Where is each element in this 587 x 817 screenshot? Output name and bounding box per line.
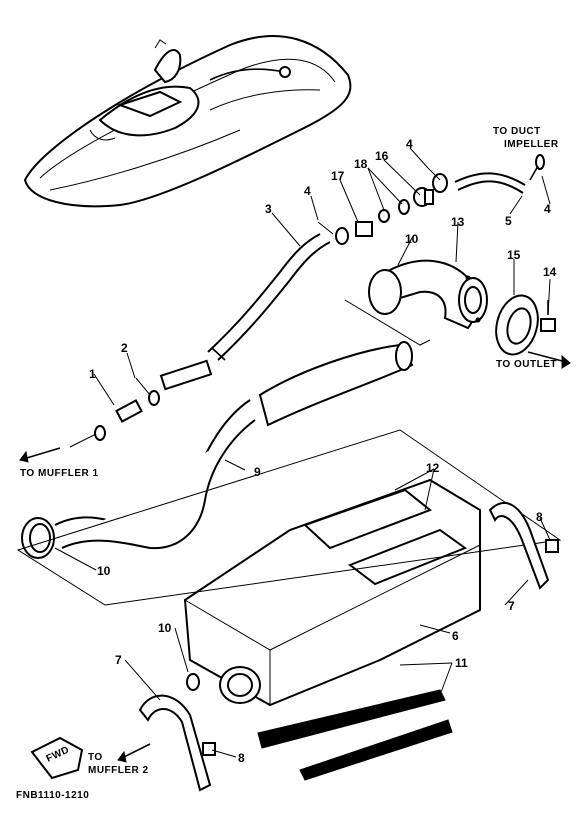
callout-7-b: 7 <box>115 653 122 667</box>
callout-8-a: 8 <box>536 510 543 524</box>
part-6-muffler <box>183 478 481 707</box>
label-to-muffler-1: TO MUFFLER 1 <box>20 468 99 479</box>
direction-arrows <box>19 351 571 763</box>
label-muffler-2: MUFFLER 2 <box>88 765 149 776</box>
callout-12: 12 <box>426 461 440 475</box>
callout-11: 11 <box>455 656 468 670</box>
callout-4-a: 4 <box>304 184 311 198</box>
callout-4-c: 4 <box>544 202 551 216</box>
part-3-hose <box>159 233 331 391</box>
part-14-bolt <box>540 300 556 332</box>
callout-15: 15 <box>507 248 521 262</box>
callout-2: 2 <box>121 341 128 355</box>
callout-10-b: 10 <box>97 564 111 578</box>
part-7-strap-left <box>138 673 216 792</box>
part-5-hose <box>454 154 545 194</box>
callout-4-b: 4 <box>406 137 413 151</box>
part-13-elbow <box>368 259 488 330</box>
callout-leaders <box>54 147 551 758</box>
label-to-outlet: TO OUTLET <box>496 359 557 370</box>
callout-8-b: 8 <box>238 751 245 765</box>
callout-18: 18 <box>354 157 368 171</box>
label-to-duct: TO DUCT <box>493 126 541 137</box>
hose-clamp-leader <box>344 299 431 346</box>
fwd-badge: FWD <box>30 736 84 780</box>
callout-14: 14 <box>543 265 557 279</box>
diagram-code: FNB1110-1210 <box>16 790 89 801</box>
callout-10-a: 10 <box>405 232 419 246</box>
callout-5: 5 <box>505 214 512 228</box>
callout-16: 16 <box>375 149 389 163</box>
callout-17: 17 <box>331 169 345 183</box>
part-1-2-fitting <box>69 377 160 448</box>
part-15-gasket <box>495 294 539 356</box>
callout-1: 1 <box>89 367 96 381</box>
label-to: TO <box>88 752 103 763</box>
callout-7-a: 7 <box>508 599 515 613</box>
callout-9: 9 <box>254 465 261 479</box>
callout-10-c: 10 <box>158 621 172 635</box>
callout-13: 13 <box>451 215 465 229</box>
callout-3: 3 <box>265 202 272 216</box>
part-7-strap-right <box>488 501 559 590</box>
mount-outline <box>16 429 562 606</box>
part-11-pads <box>257 689 453 781</box>
watercraft-illustration <box>23 35 352 208</box>
label-impeller: IMPELLER <box>504 139 559 150</box>
callout-6: 6 <box>452 629 459 643</box>
part-9-hose <box>21 341 414 559</box>
